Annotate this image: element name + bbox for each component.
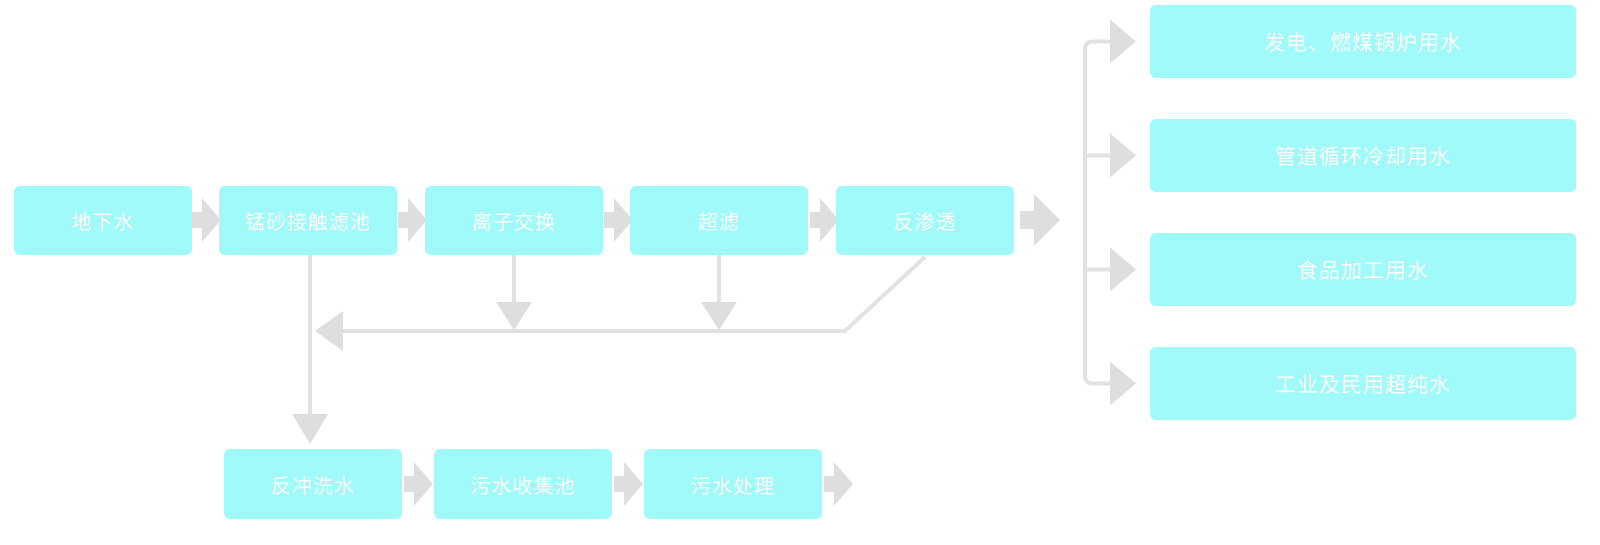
node-sewage-collection: 污水收集池 [434, 449, 612, 519]
branch-arrow-icon [1110, 247, 1136, 292]
left-arrow-icon [315, 311, 343, 351]
down-arrow-icon [701, 302, 737, 330]
branch-arrow-icon [1110, 19, 1136, 64]
down-arrow-icon [496, 302, 532, 330]
node-sewage-treatment: 污水处理 [644, 449, 822, 519]
node-ion-exchange: 离子交换 [425, 186, 603, 255]
collector-line [343, 255, 927, 333]
flow-arrow-icon [404, 462, 433, 506]
node-ultrafiltration: 超滤 [630, 186, 808, 255]
branch-arrow-icon [1110, 133, 1136, 178]
output-trunk-line [1083, 39, 1110, 386]
node-manganese-sand-filter: 锰砂接触滤池 [219, 186, 397, 255]
node-food-processing-water: 食品加工用水 [1150, 233, 1576, 306]
node-groundwater: 地下水 [14, 186, 192, 255]
flow-arrow-icon [824, 462, 853, 506]
node-reverse-osmosis: 反渗透 [836, 186, 1014, 255]
flow-arrow-icon [614, 462, 643, 506]
flow-arrow-icon [192, 198, 221, 242]
flow-arrow-icon [1020, 194, 1060, 246]
node-power-boiler-water: 发电、燃煤锅炉用水 [1150, 5, 1576, 78]
flow-arrow-icon [398, 198, 427, 242]
node-ultrapure-water: 工业及民用超纯水 [1150, 347, 1576, 420]
flow-arrow-icon [604, 198, 633, 242]
flow-arrow-icon [810, 198, 839, 242]
node-cooling-water: 管道循环冷却用水 [1150, 119, 1576, 192]
node-backwash-water: 反冲洗水 [224, 449, 402, 519]
branch-arrow-icon [1110, 361, 1136, 406]
down-arrow-icon [292, 414, 328, 444]
